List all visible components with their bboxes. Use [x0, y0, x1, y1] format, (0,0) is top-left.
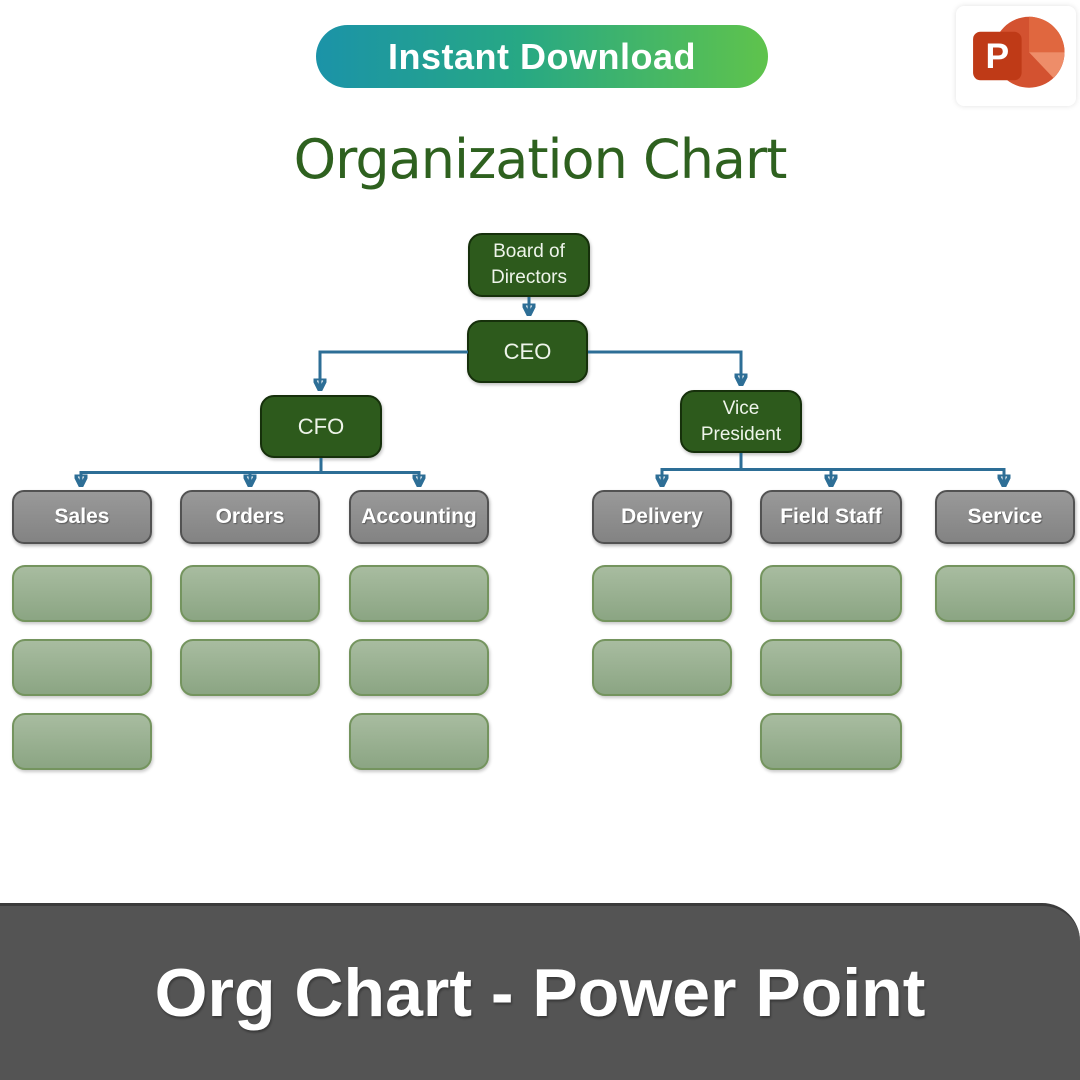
instant-download-badge[interactable]: Instant Download: [316, 25, 768, 88]
footer-band: Org Chart - Power Point: [0, 903, 1080, 1080]
placeholder-box-service-1: [935, 565, 1075, 622]
placeholder-column-field-staff: [760, 565, 902, 770]
placeholder-box-accounting-3: [349, 713, 489, 770]
placeholder-box-field-staff-2: [760, 639, 902, 696]
placeholder-box-sales-2: [12, 639, 152, 696]
org-node-label: Accounting: [361, 505, 477, 528]
org-node-label: Service: [967, 505, 1043, 528]
placeholder-box-orders-2: [180, 639, 320, 696]
placeholder-column-sales: [12, 565, 152, 770]
placeholder-box-accounting-2: [349, 639, 489, 696]
placeholder-column-accounting: [349, 565, 489, 770]
org-node-service: Service: [935, 490, 1075, 544]
org-node-label: Delivery: [621, 505, 703, 528]
org-node-label: CFO: [297, 413, 345, 439]
placeholder-box-delivery-2: [592, 639, 732, 696]
instant-download-label: Instant Download: [388, 35, 696, 77]
page-title: Organization Chart: [293, 128, 788, 191]
placeholder-column-service: [935, 565, 1075, 622]
org-node-field-staff: Field Staff: [760, 490, 902, 544]
placeholder-box-field-staff-3: [760, 713, 902, 770]
org-node-accounting: Accounting: [349, 490, 489, 544]
org-node-orders: Orders: [180, 490, 320, 544]
org-node-label: CEO: [503, 338, 552, 364]
placeholder-box-field-staff-1: [760, 565, 902, 622]
org-node-label: Field Staff: [780, 505, 882, 528]
org-node-label: Board of Directors: [490, 241, 567, 288]
org-node-delivery: Delivery: [592, 490, 732, 544]
placeholder-column-delivery: [592, 565, 732, 696]
org-node-label: Sales: [54, 505, 110, 528]
placeholder-box-accounting-1: [349, 565, 489, 622]
placeholder-box-delivery-1: [592, 565, 732, 622]
org-node-board-of-directors: Board of Directors: [468, 233, 590, 297]
placeholder-column-orders: [180, 565, 320, 696]
org-node-vice-president: Vice President: [680, 390, 802, 453]
org-node-ceo: CEO: [467, 320, 588, 383]
placeholder-box-sales-3: [12, 713, 152, 770]
org-node-sales: Sales: [12, 490, 152, 544]
footer-caption: Org Chart - Power Point: [154, 955, 926, 1031]
org-node-label: Orders: [215, 505, 285, 528]
powerpoint-icon: P: [973, 16, 1065, 88]
placeholder-box-sales-1: [12, 565, 152, 622]
org-node-cfo: CFO: [260, 395, 382, 458]
placeholder-box-orders-1: [180, 565, 320, 622]
org-node-label: Vice President: [700, 397, 782, 445]
powerpoint-letter: P: [986, 36, 1010, 76]
powerpoint-card: P: [956, 6, 1076, 106]
